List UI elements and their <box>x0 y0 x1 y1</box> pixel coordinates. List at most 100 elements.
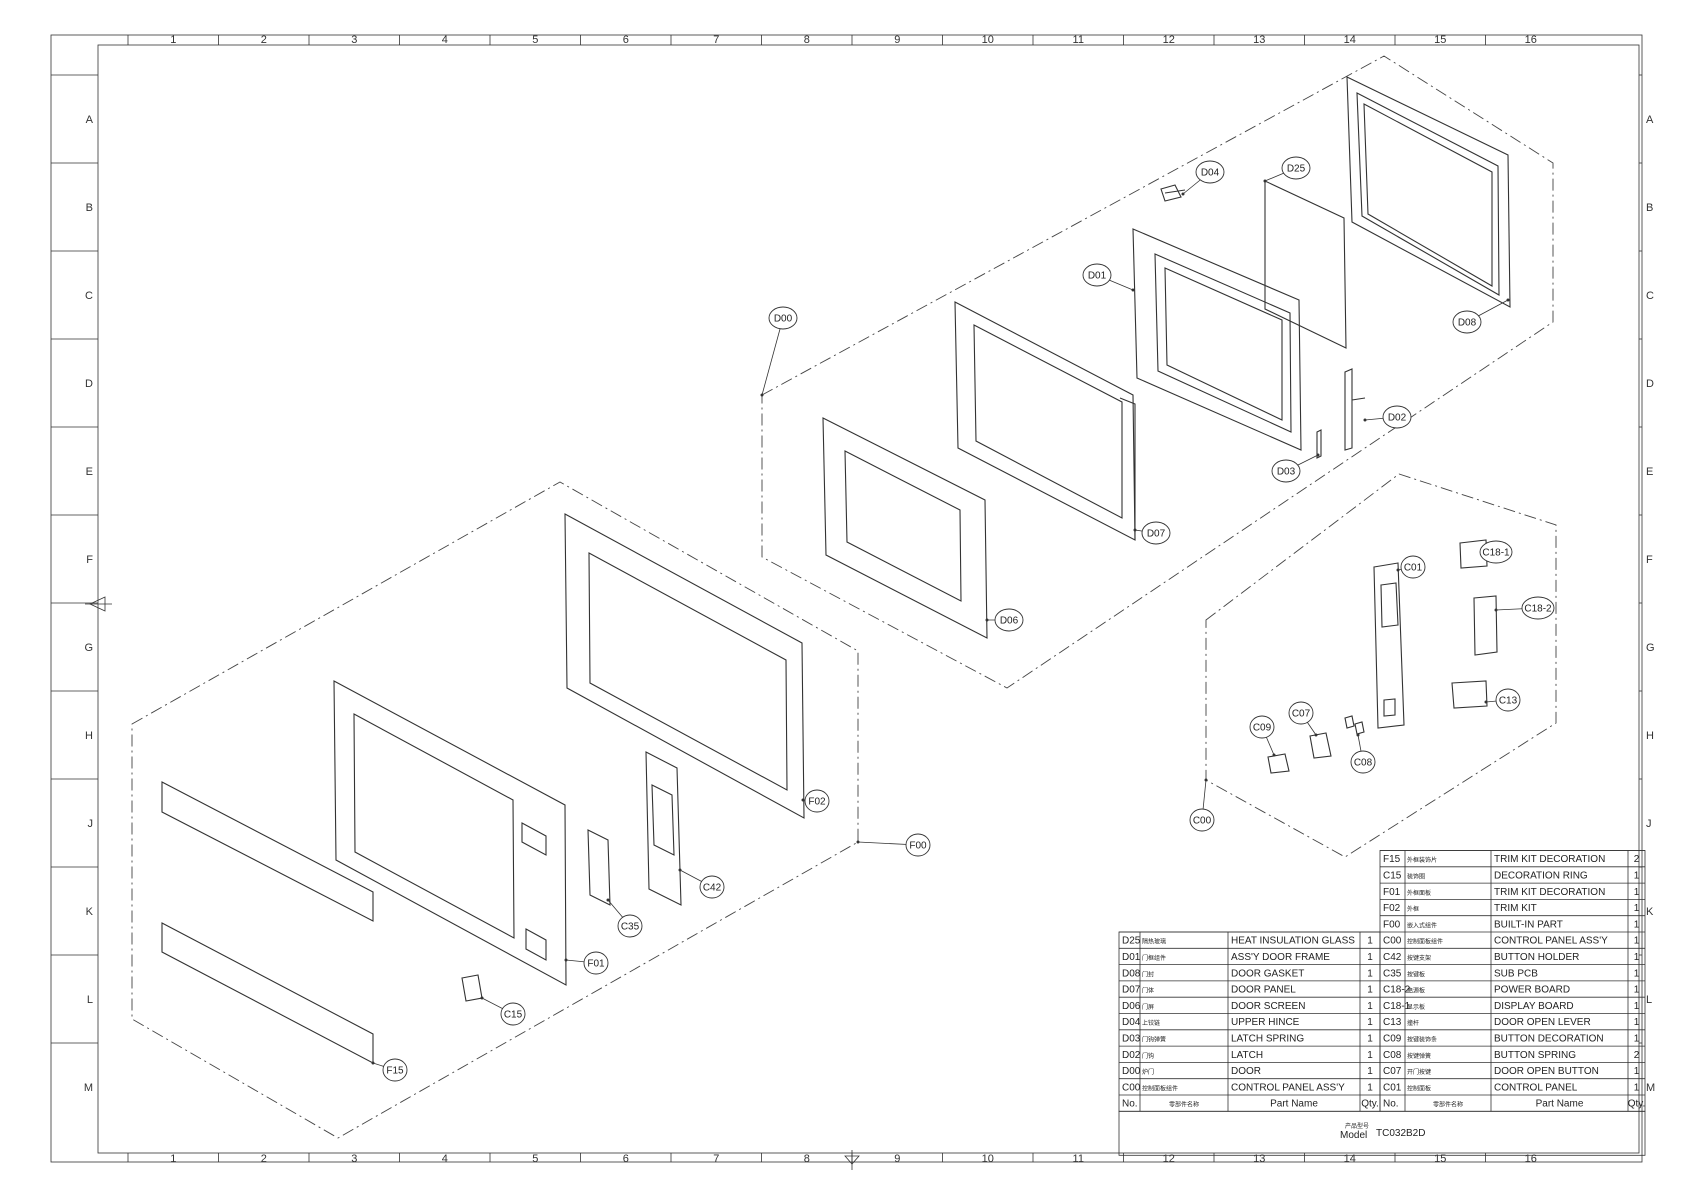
trim-kit-part <box>564 513 805 819</box>
cell-qty: 1 <box>1634 1033 1640 1044</box>
cell-name: DOOR OPEN BUTTON <box>1494 1066 1599 1077</box>
grid-col-top-6: 6 <box>623 34 629 46</box>
callout-label: C08 <box>1354 758 1373 769</box>
cell-name: DOOR <box>1231 1066 1261 1077</box>
decoration-ring-part <box>461 974 483 1002</box>
grid-row-right-C: C <box>1646 290 1654 302</box>
grid-col-bottom-16: 16 <box>1525 1153 1537 1165</box>
grid-col-bottom-5: 5 <box>532 1153 538 1165</box>
grid-col-bottom-3: 3 <box>351 1153 357 1165</box>
callout-d03: D03 <box>1271 453 1320 483</box>
cell-cn: 门体 <box>1142 987 1154 995</box>
grid-row-left-K: K <box>86 906 94 918</box>
button-spring-part <box>1344 715 1365 735</box>
power-board-part <box>1473 595 1498 656</box>
cell-cn: 撞杆 <box>1407 1019 1419 1027</box>
cell-no: C15 <box>1383 870 1402 881</box>
callout-label: F00 <box>909 841 927 852</box>
grid-col-top-10: 10 <box>982 34 994 46</box>
cell-no: C09 <box>1383 1033 1402 1044</box>
cell-no: C18-2 <box>1383 985 1411 996</box>
cell-no: D06 <box>1122 1001 1141 1012</box>
cell-name: HEAT INSULATION GLASS <box>1231 936 1355 947</box>
cell-qty: 1 <box>1634 985 1640 996</box>
cell-qty: 2 <box>1634 854 1640 865</box>
grid-col-bottom-15: 15 <box>1434 1153 1446 1165</box>
cell-name: LATCH <box>1231 1050 1263 1061</box>
cell-cn: 按键弹簧 <box>1407 1052 1431 1060</box>
cell-no: D01 <box>1122 952 1141 963</box>
cell-qty: 1 <box>1634 919 1640 930</box>
cell-name: LATCH SPRING <box>1231 1033 1304 1044</box>
inner-frame <box>97 44 1640 1154</box>
grid-col-bottom-2: 2 <box>261 1153 267 1165</box>
grid-col-top-13: 13 <box>1253 34 1265 46</box>
grid-col-bottom-11: 11 <box>1073 1153 1084 1165</box>
cell-qty: 1 <box>1634 1082 1640 1093</box>
trim-strip-upper-part <box>161 781 374 922</box>
cell-name: CONTROL PANEL ASS'Y <box>1494 936 1608 947</box>
callout-d01: D01 <box>1082 263 1135 292</box>
callout-c13: C13 <box>1484 688 1521 712</box>
cell-name: DISPLAY BOARD <box>1494 1001 1574 1012</box>
grid-row-right-K: K <box>1646 906 1654 918</box>
callout-d04: D04 <box>1181 160 1225 196</box>
cell-cn: 门封 <box>1142 970 1154 978</box>
cell-name: DECORATION RING <box>1494 870 1588 881</box>
control-panel-group <box>1205 473 1557 858</box>
callout-c07: C07 <box>1288 701 1318 737</box>
door-assembly-group <box>761 55 1554 689</box>
grid-col-top-8: 8 <box>804 34 810 46</box>
grid-row-right-B: B <box>1646 202 1653 214</box>
grid-row-right-H: H <box>1646 730 1654 742</box>
grid-row-right-F: F <box>1646 554 1653 566</box>
cell-name: DOOR SCREEN <box>1231 1001 1305 1012</box>
grid-col-bottom-8: 8 <box>804 1153 810 1165</box>
cell-no: D04 <box>1122 1017 1141 1028</box>
callout-d08: D08 <box>1452 298 1510 334</box>
grid-row-right-D: D <box>1646 378 1654 390</box>
grid-col-bottom-4: 4 <box>442 1153 448 1165</box>
callout-label: C09 <box>1253 723 1272 734</box>
grid-row-right-M: M <box>1646 1082 1655 1094</box>
callout-c09: C09 <box>1249 715 1276 757</box>
grid-row-left-A: A <box>86 114 94 126</box>
cell-name: DOOR GASKET <box>1231 968 1304 979</box>
cell-qty: 2 <box>1634 1050 1640 1061</box>
cell-cn: 隔热玻璃 <box>1142 938 1166 946</box>
model-cn-label: 产品型号 <box>1345 1122 1369 1130</box>
cell-name: BUTTON SPRING <box>1494 1050 1576 1061</box>
grid-row-left-L: L <box>87 994 93 1006</box>
cell-name: DOOR OPEN LEVER <box>1494 1017 1591 1028</box>
header-cn: 零部件名称 <box>1433 1101 1463 1109</box>
button-decoration-part <box>1267 753 1290 774</box>
grid-row-right-J: J <box>1646 818 1652 830</box>
callout-f15: F15 <box>371 1058 408 1082</box>
grid-col-bottom-7: 7 <box>713 1153 719 1165</box>
door-panel-part <box>954 301 1136 541</box>
cell-qty: 1 <box>1367 968 1373 979</box>
cell-qty: 1 <box>1634 870 1640 881</box>
cell-cn: 门钩弹簧 <box>1142 1035 1166 1043</box>
grid-col-top-4: 4 <box>442 34 448 46</box>
callout-c08: C08 <box>1350 733 1376 774</box>
door-open-button-part <box>1309 732 1332 759</box>
cell-no: D08 <box>1122 968 1141 979</box>
cell-qty: 1 <box>1367 952 1373 963</box>
grid-row-left-H: H <box>85 730 93 742</box>
callout-label: D02 <box>1388 413 1407 424</box>
header-name: Part Name <box>1536 1099 1584 1110</box>
header-qty: Qty. <box>1628 1099 1646 1110</box>
cell-name: POWER BOARD <box>1494 985 1570 996</box>
callout-label: D00 <box>774 314 793 325</box>
